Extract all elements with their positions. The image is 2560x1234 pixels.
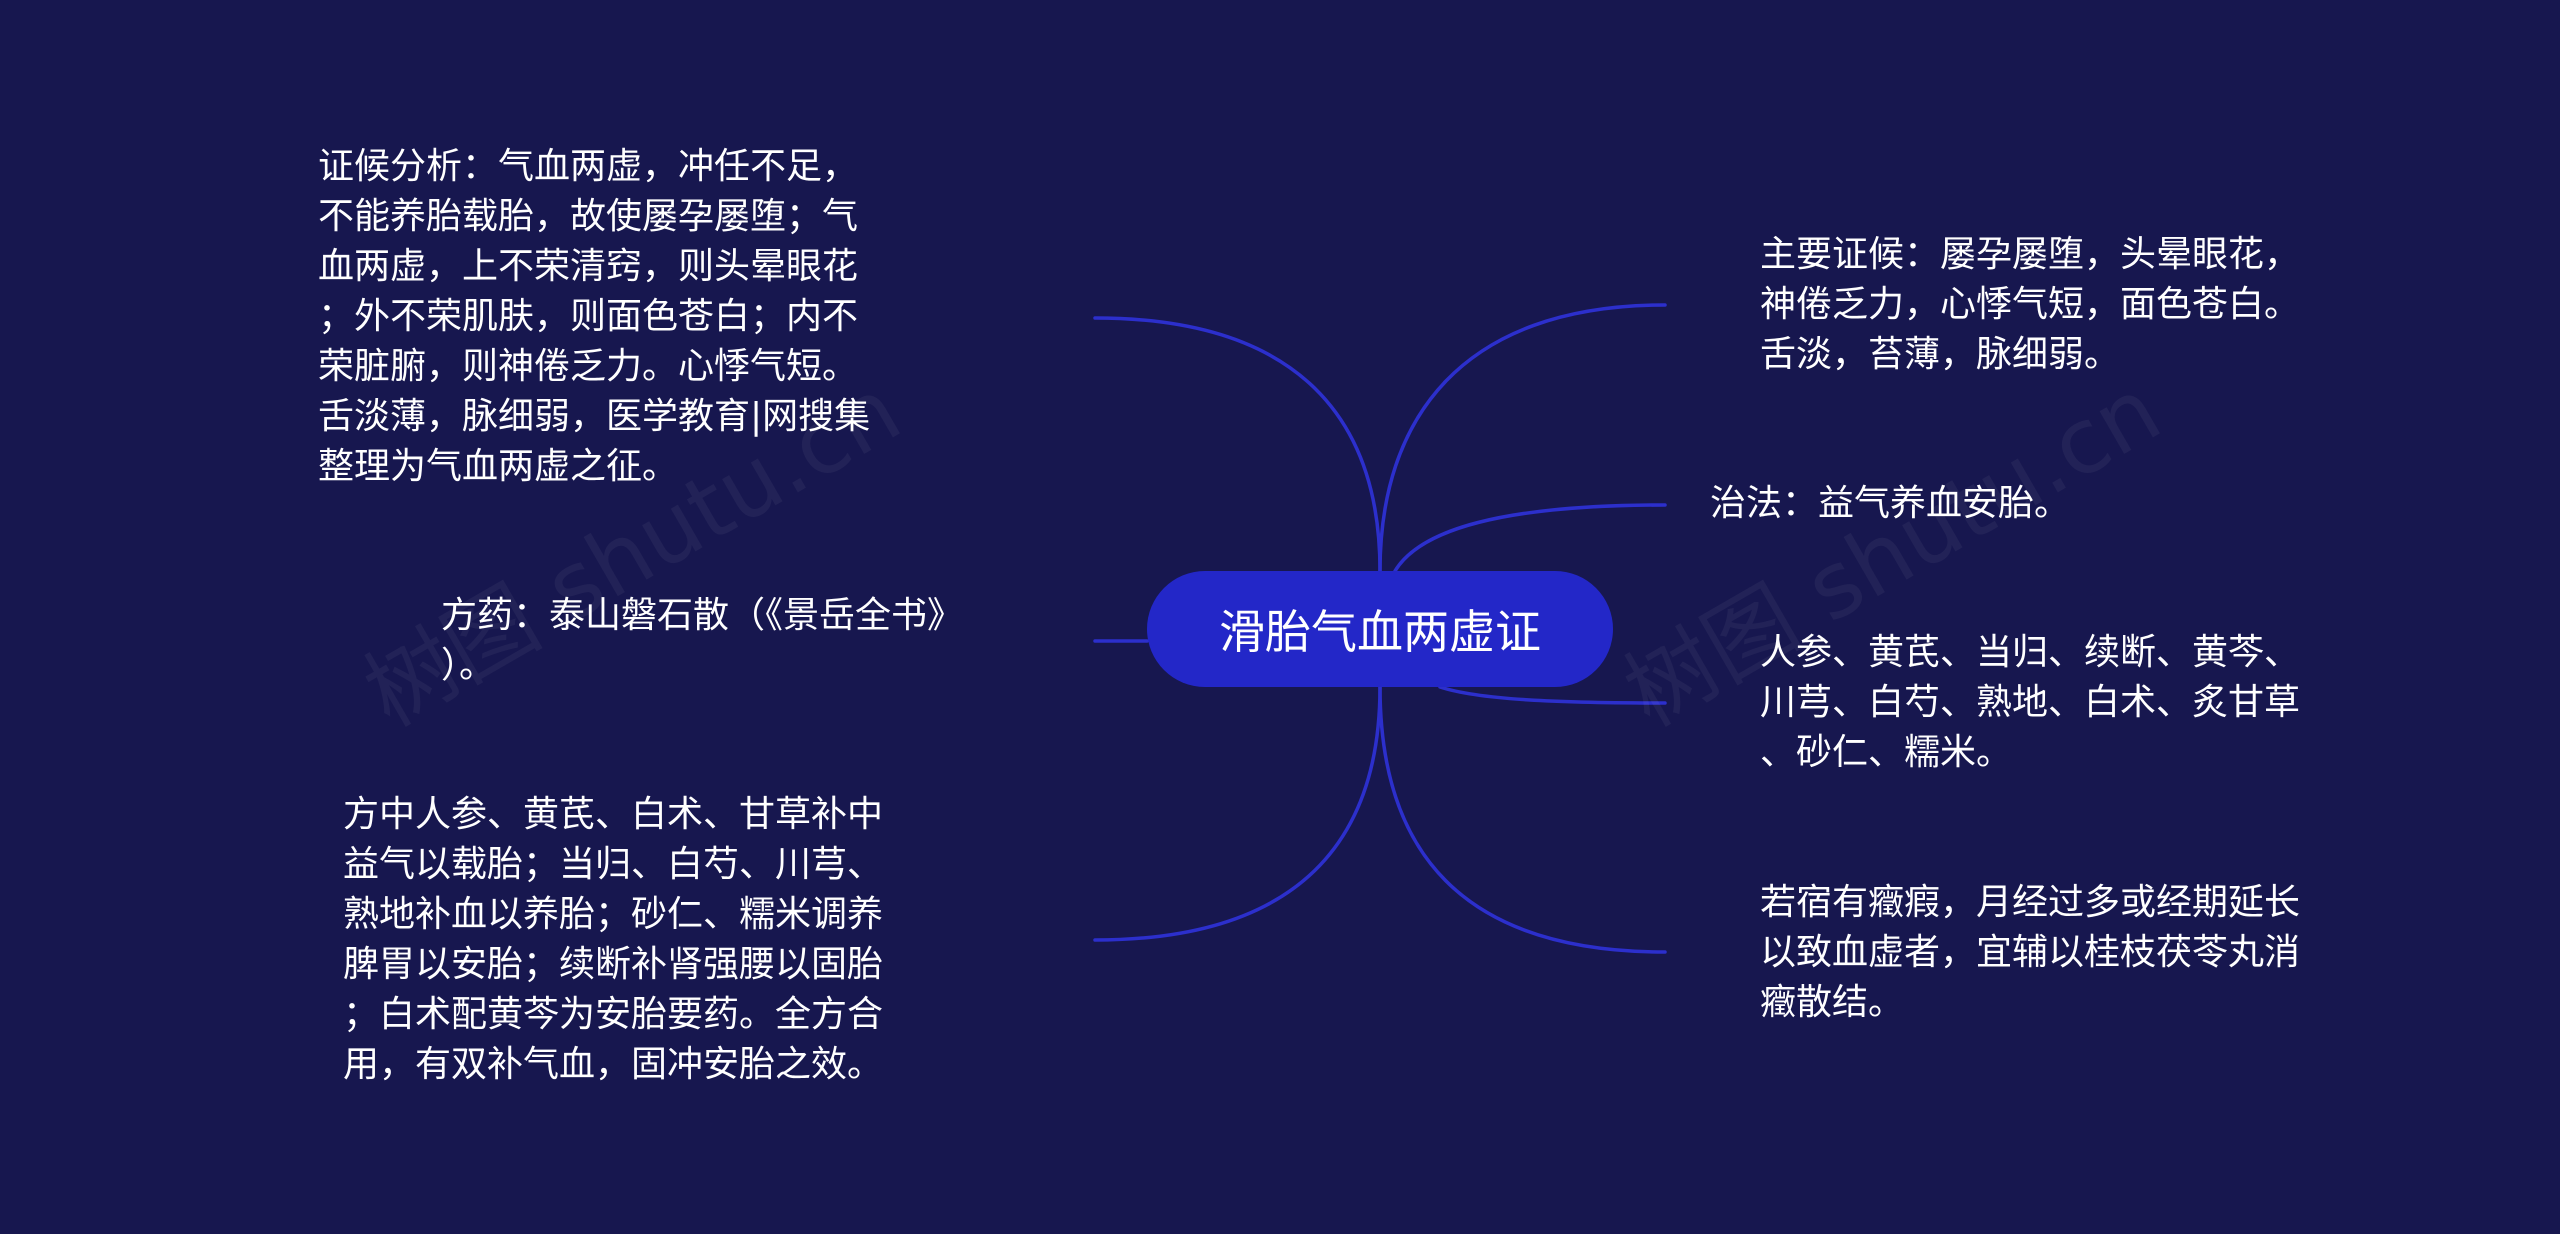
connector-modification	[1378, 685, 1667, 954]
connector-ingredients	[1438, 685, 1667, 705]
node-ingredients[interactable]: 人参、黄芪、当归、续断、黄芩、 川芎、白芍、熟地、白术、炙甘草 、砂仁、糯米。	[1760, 632, 2301, 773]
connector-main-symptoms	[1378, 303, 1667, 573]
connector-treatment	[1393, 503, 1667, 573]
node-treatment[interactable]: 治法：益气养血安胎。	[1710, 483, 2071, 524]
node-modification[interactable]: 若宿有癥瘕，月经过多或经期延长 以致血虚者，宜辅以桂枝茯苓丸消 癥散结。	[1760, 882, 2301, 1023]
connector-syndrome-analysis	[1093, 316, 1382, 573]
center-topic-node[interactable]: 滑胎气血两虚证	[1147, 571, 1613, 687]
node-syndrome-analysis[interactable]: 证候分析：气血两虚，冲任不足， 不能养胎载胎，故使屡孕屡堕；气 血两虚，上不荣清…	[318, 146, 871, 487]
center-topic-label: 滑胎气血两虚证	[1219, 605, 1541, 659]
connector-formula-explanation	[1093, 685, 1382, 942]
node-formula-explanation[interactable]: 方中人参、黄芪、白术、甘草补中 益气以载胎；当归、白芍、川芎、 熟地补血以养胎；…	[343, 794, 884, 1085]
node-main-symptoms[interactable]: 主要证候：屡孕屡堕，头晕眼花， 神倦乏力，心悸气短，面色苍白。 舌淡，苔薄，脉细…	[1760, 234, 2301, 375]
node-prescription[interactable]: 方药：泰山磐石散（《景岳全书》 ）。	[441, 595, 964, 686]
